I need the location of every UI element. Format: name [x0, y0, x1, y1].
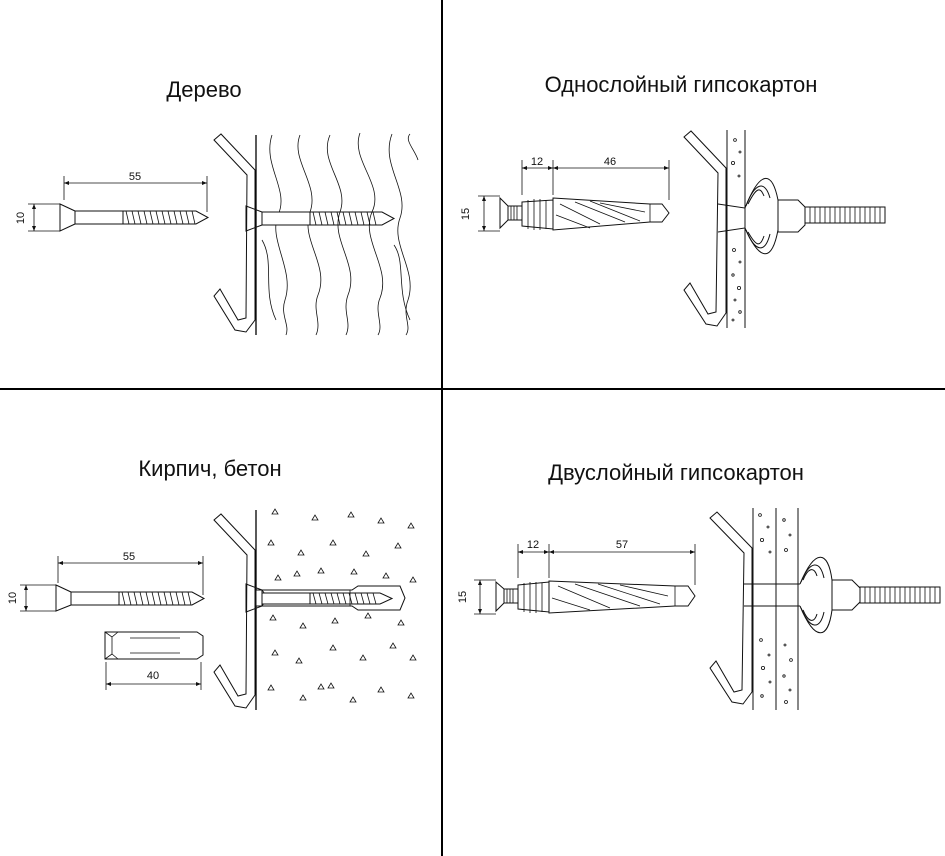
single-drywall-mounted-hook [683, 130, 886, 328]
wood-length-dim-label: 55 [129, 171, 141, 183]
single-drywall-dowel-drawing: 15 12 46 [460, 156, 670, 232]
brick-mounted-hook [213, 508, 417, 710]
single-drywall-length-dim-label: 46 [604, 156, 616, 168]
title-wood: Дерево [166, 77, 242, 102]
title-double-drywall: Двуслойный гипсокартон [548, 460, 804, 485]
wood-mounted-hook [213, 132, 419, 336]
single-drywall-head-dim-label: 15 [460, 208, 472, 220]
double-drywall-dowel-drawing: 15 12 57 [457, 539, 696, 615]
wood-head-dim-label: 10 [15, 212, 27, 224]
double-drywall-collar-dim-label: 12 [527, 539, 539, 551]
double-drywall-head-dim-label: 15 [457, 591, 469, 603]
double-drywall-length-dim-label: 57 [616, 539, 628, 551]
brick-head-dim-label: 10 [7, 592, 19, 604]
brick-dowel-length-dim-label: 40 [147, 670, 159, 682]
brick-screw-length-dim-label: 55 [123, 551, 135, 563]
double-drywall-mounted-hook [709, 508, 941, 710]
wood-screw-drawing: 10 55 [15, 171, 210, 232]
title-brick-concrete: Кирпич, бетон [138, 456, 282, 481]
single-drywall-collar-dim-label: 12 [531, 156, 543, 168]
brick-screw-and-dowel-drawing: 10 55 40 [7, 551, 206, 690]
title-single-drywall: Однослойный гипсокартон [544, 72, 818, 97]
